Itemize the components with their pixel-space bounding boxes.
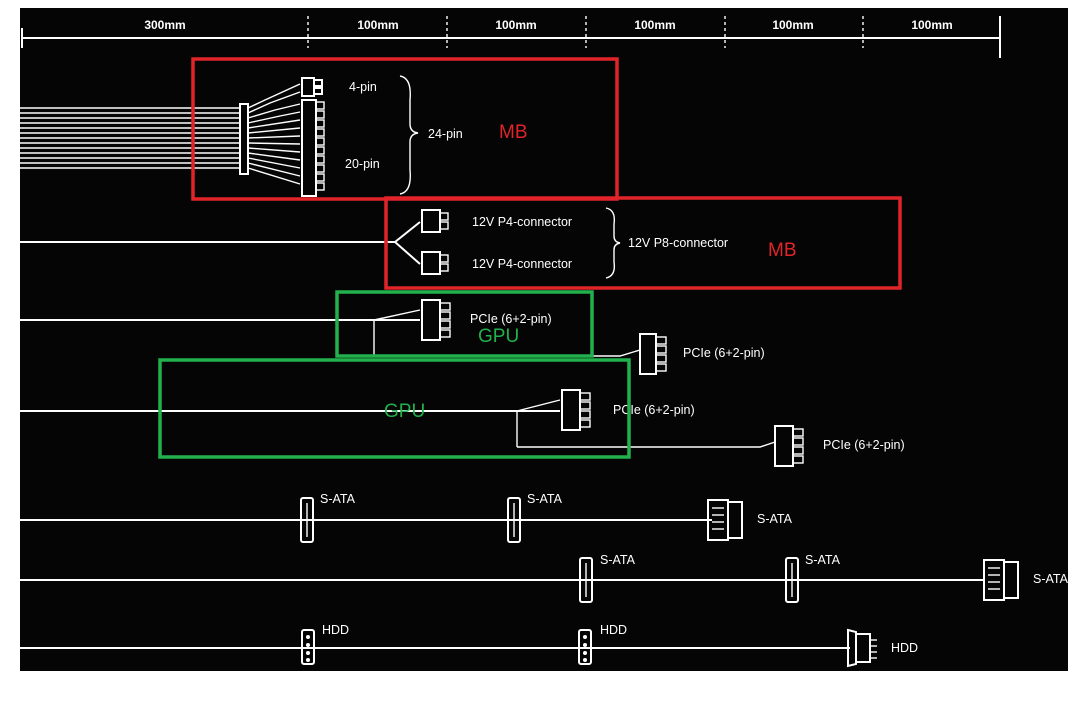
wire — [517, 441, 776, 448]
ruler-label: 100mm — [357, 18, 398, 32]
label-p8: 12V P8-connector — [628, 236, 728, 250]
pcie-connector-head — [421, 299, 451, 341]
label-sata-6: S-ATA — [1033, 572, 1069, 586]
mb-label: MB — [499, 122, 528, 143]
ruler-label: 100mm — [634, 18, 675, 32]
label-20pin: 20-pin — [345, 157, 380, 171]
sata-inline-connector — [300, 497, 314, 543]
gpu-highlight-box — [158, 358, 631, 459]
wire-bundle — [20, 107, 240, 169]
pcie-connector-head — [639, 333, 667, 375]
wire — [394, 221, 421, 243]
20pin-pins — [315, 101, 325, 191]
label-sata-1: S-ATA — [320, 492, 356, 506]
molex-end-connector — [847, 628, 877, 668]
molex-inline-connector — [301, 629, 315, 665]
gpu-label: GPU — [384, 401, 425, 422]
sata-cable-2: S-ATA S-ATA S-ATA — [20, 553, 1069, 603]
label-sata-2: S-ATA — [527, 492, 563, 506]
sata-end-connector — [707, 499, 743, 541]
fan-out-wires — [247, 83, 301, 185]
label-pcie-1: PCIe (6+2-pin) — [470, 312, 552, 326]
mb-annotation-2: MB — [384, 196, 902, 290]
pcie-connector-head — [774, 425, 804, 467]
label-sata-3: S-ATA — [757, 512, 793, 526]
wire — [516, 399, 561, 447]
sata-inline-connector — [579, 557, 593, 603]
sata-end-connector — [983, 559, 1019, 601]
label-hdd-1: HDD — [322, 623, 349, 637]
sata-inline-connector — [507, 497, 521, 543]
length-ruler: 300mm 100mm 100mm 100mm 100mm 100mm — [21, 16, 1001, 58]
label-4pin: 4-pin — [349, 80, 377, 94]
label-pcie-4: PCIe (6+2-pin) — [823, 438, 905, 452]
label-p4-bottom: 12V P4-connector — [472, 257, 572, 271]
mb-label: MB — [768, 240, 797, 261]
pcie-connector-head — [561, 389, 591, 431]
sata-cable-1: S-ATA S-ATA S-ATA — [20, 492, 793, 543]
pcie-cable-2: PCIe (6+2-pin) PCIe (6+2-pin) — [20, 389, 905, 467]
ruler-label: 100mm — [495, 18, 536, 32]
label-pcie-3: PCIe (6+2-pin) — [613, 403, 695, 417]
label-24pin: 24-pin — [428, 127, 463, 141]
label-hdd-3: HDD — [891, 641, 918, 655]
sata-inline-connector — [785, 557, 799, 603]
p4-connector-head — [421, 209, 449, 233]
hdd-cable: HDD HDD HDD — [20, 623, 918, 668]
gpu-label: GPU — [478, 326, 519, 347]
label-pcie-2: PCIe (6+2-pin) — [683, 346, 765, 360]
mb-24pin-cable: 4-pin 20-pin 24-pin — [20, 75, 463, 197]
wire — [394, 241, 421, 265]
label-sata-4: S-ATA — [600, 553, 636, 567]
gpu-annotation-2: GPU — [158, 358, 631, 459]
wire — [373, 309, 421, 356]
mb-highlight-box — [384, 196, 902, 290]
gpu-annotation-1: GPU — [335, 290, 594, 358]
label-sata-5: S-ATA — [805, 553, 841, 567]
cpu-p8-cable: 12V P4-connector 12V P4-connector 12V P8… — [20, 207, 728, 279]
ruler-label: 300mm — [144, 18, 185, 32]
ruler-label: 100mm — [772, 18, 813, 32]
brace-p8 — [605, 207, 621, 279]
brace-24pin — [399, 75, 419, 195]
p4-connector-head — [421, 251, 449, 275]
molex-inline-connector — [578, 629, 592, 665]
label-p4-top: 12V P4-connector — [472, 215, 572, 229]
gpu-highlight-box — [335, 290, 594, 358]
label-hdd-2: HDD — [600, 623, 627, 637]
ruler-label: 100mm — [911, 18, 952, 32]
cable-sleeve-end — [239, 103, 249, 175]
